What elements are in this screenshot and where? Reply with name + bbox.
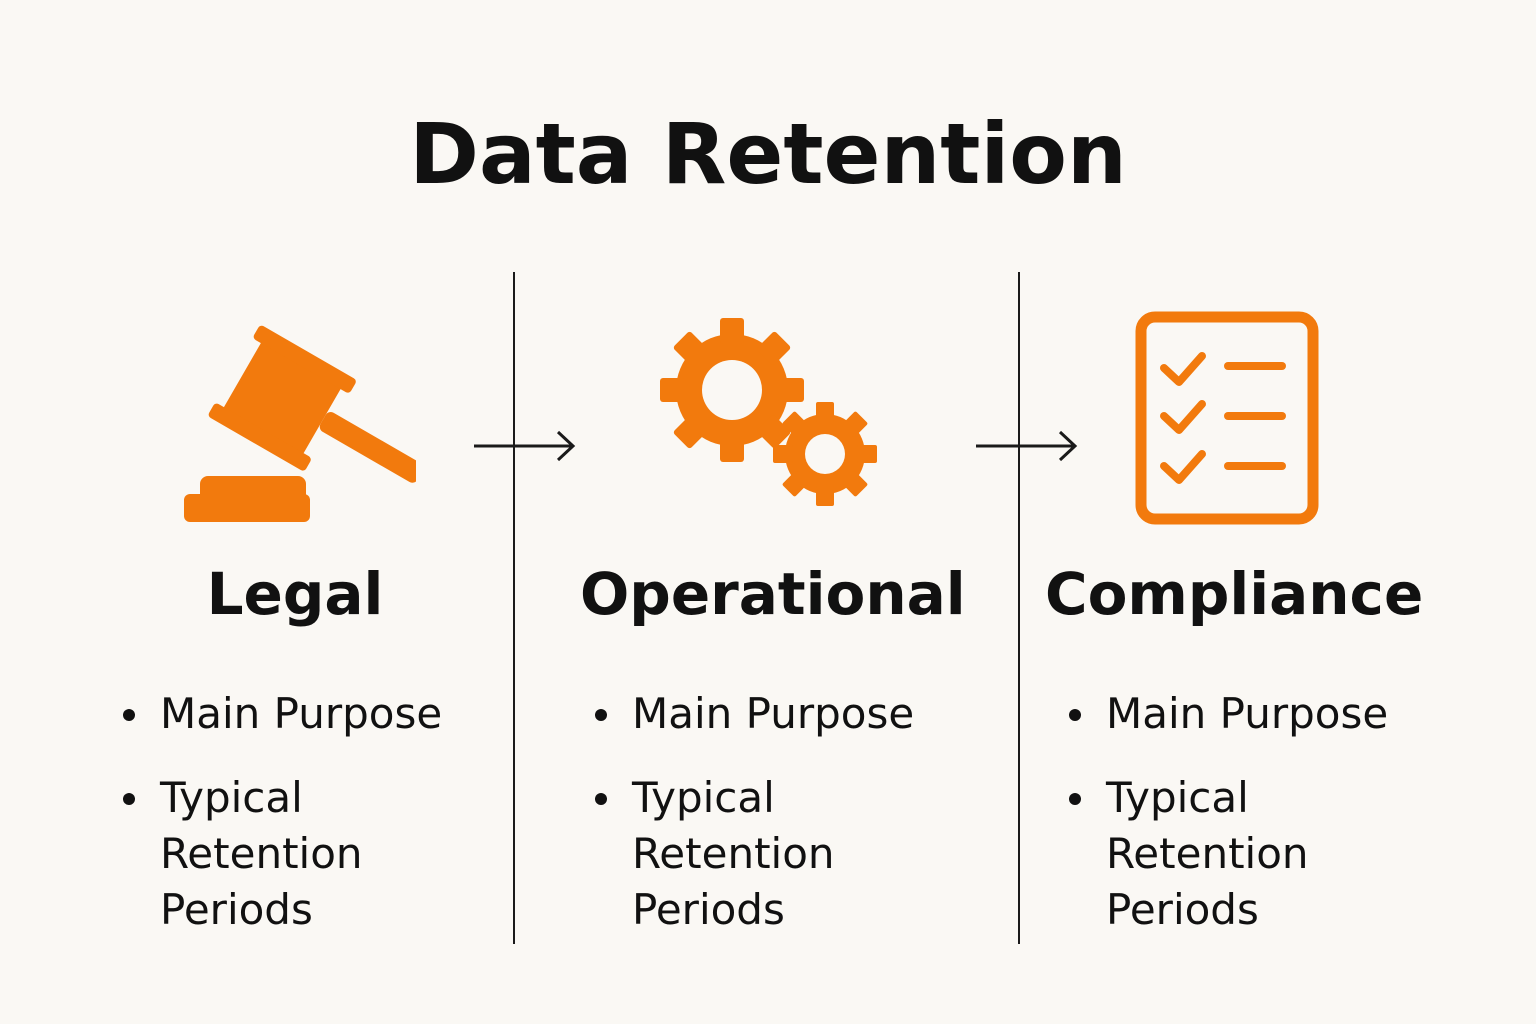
list-item: Typical Retention Periods [120, 770, 400, 938]
bullet-dot [595, 793, 607, 805]
diagram-title: Data Retention [409, 105, 1127, 203]
bullet-dot [1069, 793, 1081, 805]
checklist-icon [1135, 311, 1319, 525]
bullet-list-operational: Main Purpose Typical Retention Periods [592, 686, 952, 966]
column-heading-operational: Operational [580, 560, 966, 628]
list-item: Main Purpose [592, 686, 952, 742]
bullet-dot [123, 709, 135, 721]
list-item: Main Purpose [120, 686, 480, 742]
arrow-right-icon [474, 430, 576, 462]
arrow-right-icon [976, 430, 1078, 462]
column-divider-2 [1018, 272, 1020, 944]
bullet-list-legal: Main Purpose Typical Retention Periods [120, 686, 480, 966]
list-item: Typical Retention Periods [592, 770, 872, 938]
column-heading-compliance: Compliance [1045, 560, 1424, 628]
list-item: Typical Retention Periods [1066, 770, 1346, 938]
bullet-dot [123, 793, 135, 805]
bullet-dot [1069, 709, 1081, 721]
bullet-dot [595, 709, 607, 721]
gavel-icon [184, 325, 416, 522]
list-item: Main Purpose [1066, 686, 1426, 742]
column-divider-1 [513, 272, 515, 944]
gears-icon [660, 318, 877, 506]
bullet-list-compliance: Main Purpose Typical Retention Periods [1066, 686, 1426, 966]
column-heading-legal: Legal [206, 560, 384, 628]
